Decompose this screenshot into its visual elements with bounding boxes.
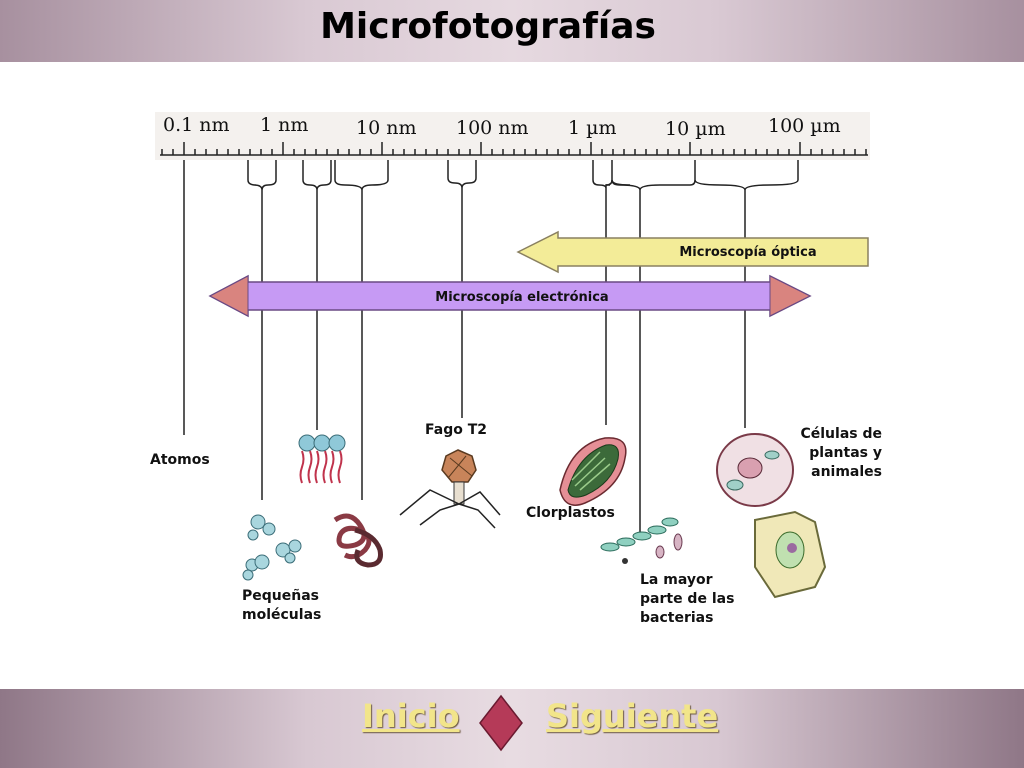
small-molecules-label-line: Pequeñas	[242, 588, 319, 604]
bracket-cells	[694, 160, 799, 191]
atoms-label: Atomos	[150, 452, 210, 468]
scale-label-1um: 1 µm	[568, 117, 617, 139]
cells-label-line: animales	[811, 464, 882, 480]
bracket-chloroplast	[592, 160, 610, 189]
bacteria-label-line: La mayor	[640, 572, 713, 588]
electron-arrow-label: Microscopía electrónica	[435, 290, 608, 305]
scale-label-10nm: 10 nm	[356, 117, 417, 139]
title-bar	[0, 0, 1024, 62]
electron-microscopy-arrow: Microscopía electrónica	[208, 274, 812, 318]
start-link[interactable]: Inicio	[362, 697, 460, 735]
chloroplasts-label: Clorplastos	[526, 505, 615, 521]
dna-coil-icon	[333, 513, 383, 568]
cells-label: Células de plantas y animales	[796, 425, 882, 482]
optical-arrow-label: Microscopía óptica	[679, 245, 816, 260]
chloroplast-icon	[559, 437, 627, 506]
bracket-dna	[334, 160, 389, 191]
cells-label-line: plantas y	[809, 445, 882, 461]
optical-microscopy-arrow: Microscopía óptica	[516, 230, 869, 274]
next-link[interactable]: Siguiente	[546, 697, 719, 735]
scale-label-10um: 10 µm	[665, 118, 726, 140]
bacteria-label-line: parte de las	[640, 591, 735, 607]
ruler-ticks	[161, 142, 867, 155]
bracket-bacteria	[611, 179, 690, 191]
bracket-small-molecules	[247, 160, 277, 191]
ruler-band	[155, 112, 870, 160]
small-molecules-label: Pequeñas moléculas	[242, 587, 321, 625]
bacteria-icon	[600, 517, 683, 564]
range-brackets	[247, 160, 799, 191]
bacteria-label: La mayor parte de las bacterias	[640, 571, 734, 628]
phage-label: Fago T2	[425, 422, 487, 438]
bracket-lipids	[302, 160, 332, 191]
cells-label-line: Células de	[800, 426, 882, 442]
plant-animal-cells-icon	[716, 433, 827, 599]
diamond-icon	[479, 694, 523, 752]
small-molecules-icon	[242, 514, 302, 581]
phage-t2-icon	[399, 449, 501, 529]
microscopy-scale-diagram: Microscopía óptica Microscopía electróni…	[150, 110, 882, 640]
small-molecules-label-line: moléculas	[242, 607, 322, 623]
scale-label-100nm: 100 nm	[456, 117, 529, 139]
bracket-phage	[447, 160, 477, 189]
scale-label-1nm: 1 nm	[260, 114, 309, 136]
scale-label-100um: 100 µm	[768, 115, 841, 137]
page-title: Microfotografías	[320, 6, 656, 47]
scale-label-0.1nm: 0.1 nm	[163, 114, 230, 136]
diagram-svg: Microscopía óptica Microscopía electróni…	[155, 112, 870, 599]
bacteria-label-line: bacterias	[640, 610, 714, 626]
lipid-molecules-icon	[298, 434, 346, 484]
